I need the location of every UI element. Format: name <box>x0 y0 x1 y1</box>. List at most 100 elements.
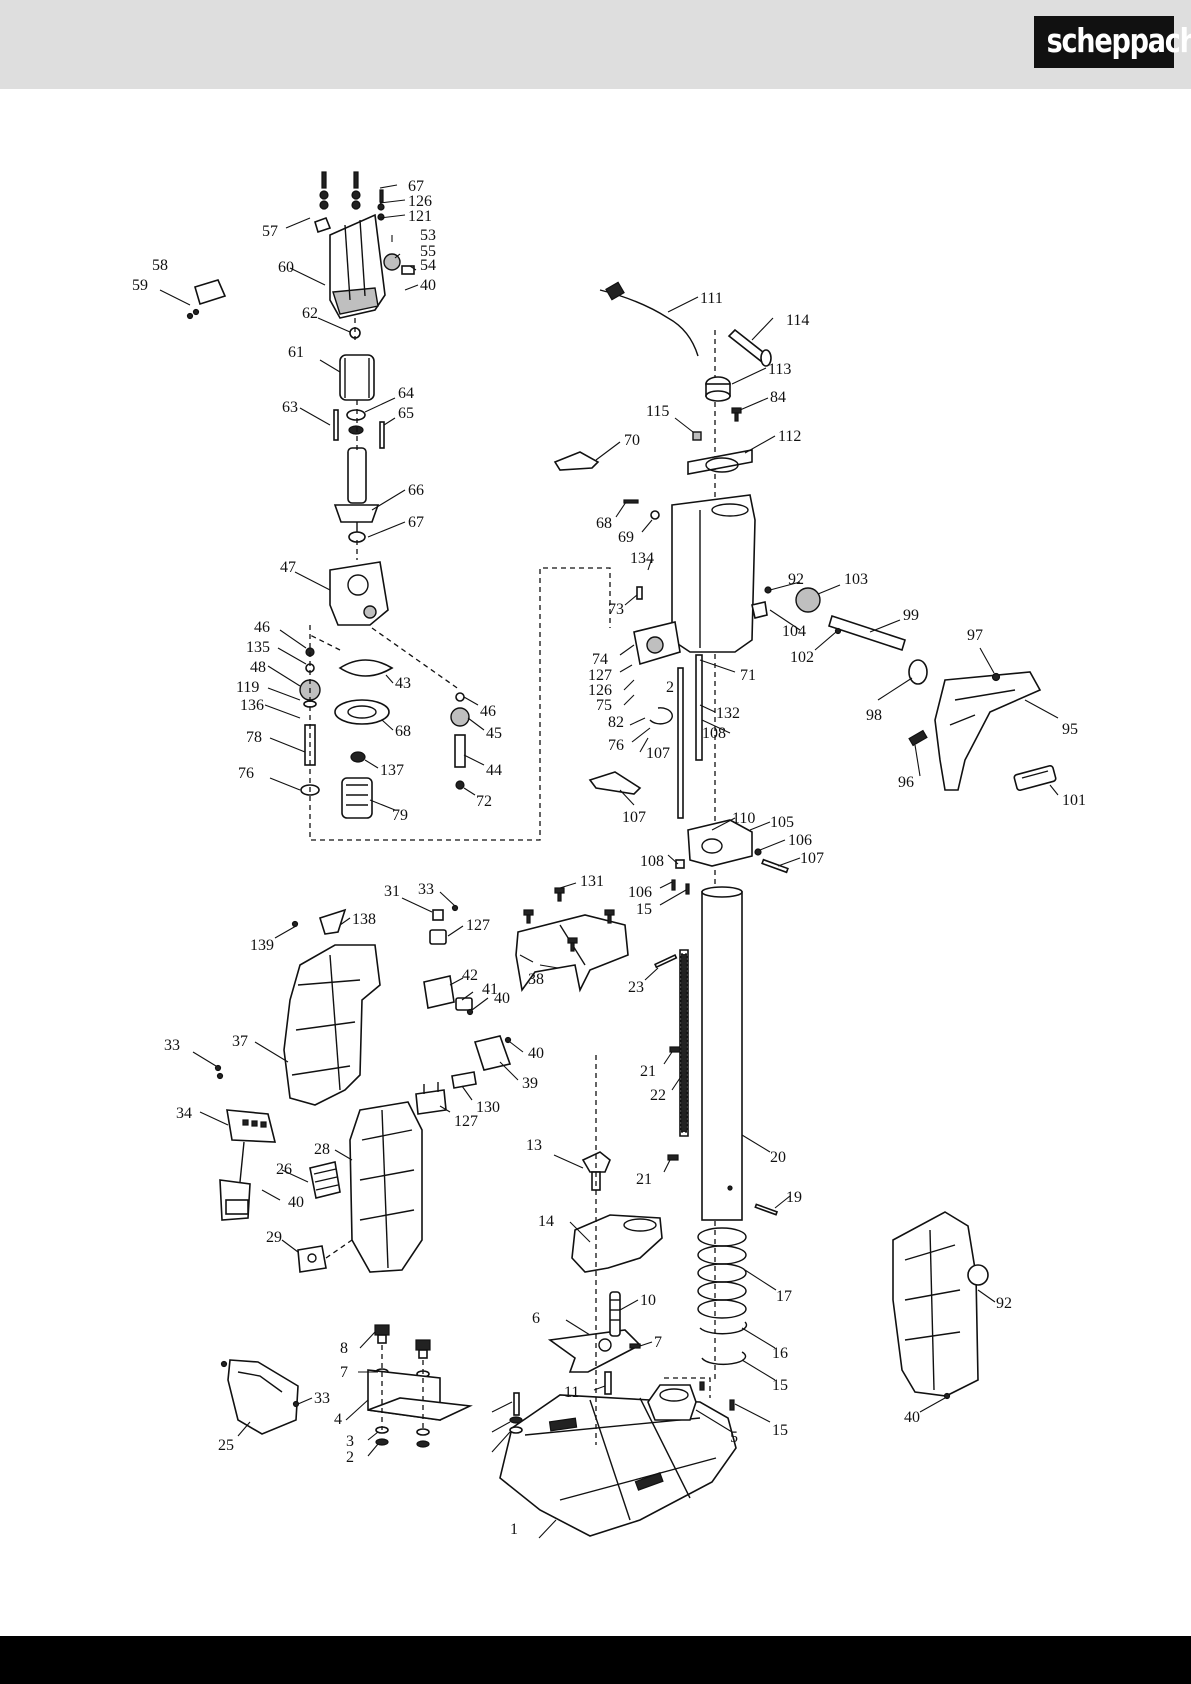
part-label: 92 <box>996 1295 1012 1312</box>
part-label: 78 <box>246 729 262 746</box>
part-label: 43 <box>395 675 411 692</box>
part-label: 48 <box>250 659 266 676</box>
part-label: 73 <box>608 601 624 618</box>
part-label: 15 <box>772 1377 788 1394</box>
part-label: 99 <box>903 607 919 624</box>
part-label: 6 <box>532 1310 540 1327</box>
part-label: 47 <box>280 559 296 576</box>
part-label: 15 <box>772 1422 788 1439</box>
part-label: 131 <box>580 873 604 890</box>
part-label: 70 <box>624 432 640 449</box>
part-label: 119 <box>236 679 259 696</box>
part-label: 59 <box>132 277 148 294</box>
part-label: 46 <box>254 619 270 636</box>
part-label: 21 <box>640 1063 656 1080</box>
part-label: 115 <box>646 403 669 420</box>
part-label: 105 <box>770 814 794 831</box>
part-label: 7 <box>340 1364 348 1381</box>
part-label: 1 <box>510 1521 518 1538</box>
part-label: 65 <box>398 405 414 422</box>
part-label: 108 <box>702 725 726 742</box>
part-label: 104 <box>782 623 806 640</box>
part-label: 68 <box>395 723 411 740</box>
part-label: 61 <box>288 344 304 361</box>
part-label: 113 <box>768 361 791 378</box>
part-label: 132 <box>716 705 740 722</box>
part-label: 138 <box>352 911 376 928</box>
part-label: 31 <box>384 883 400 900</box>
part-label: 10 <box>640 1292 656 1309</box>
part-label: 33 <box>164 1037 180 1054</box>
part-label: 95 <box>1062 721 1078 738</box>
part-label: 22 <box>650 1087 666 1104</box>
part-label: 98 <box>866 707 882 724</box>
brand-logo: scheppach <box>1034 16 1191 68</box>
part-label: 60 <box>278 259 294 276</box>
part-label: 126 <box>408 193 432 210</box>
part-label: 40 <box>288 1194 304 1211</box>
part-label: 7 <box>654 1334 662 1351</box>
part-label: 11 <box>564 1384 579 1401</box>
part-label: 127 <box>466 917 490 934</box>
part-label: 29 <box>266 1229 282 1246</box>
part-label: 21 <box>636 1171 652 1188</box>
part-label: 40 <box>528 1045 544 1062</box>
part-label: 44 <box>486 762 502 779</box>
part-label: 2 <box>666 679 674 696</box>
part-label: 139 <box>250 937 274 954</box>
part-label: 55 <box>420 243 436 260</box>
part-label: 5 <box>730 1429 738 1446</box>
footer-bar <box>0 1636 1191 1684</box>
part-label: 4 <box>334 1411 342 1428</box>
part-label: 53 <box>420 227 436 244</box>
part-label: 19 <box>786 1189 802 1206</box>
part-label: 34 <box>176 1105 192 1122</box>
part-label: 84 <box>770 389 786 406</box>
part-label: 107 <box>622 809 646 826</box>
part-label: 14 <box>538 1213 554 1230</box>
part-label: 74 <box>592 651 608 668</box>
part-label: 106 <box>788 832 812 849</box>
part-label: 64 <box>398 385 414 402</box>
part-label: 137 <box>380 762 404 779</box>
part-label: 37 <box>232 1033 248 1050</box>
part-label: 76 <box>238 765 254 782</box>
part-label: 127 <box>588 667 612 684</box>
part-label: 72 <box>476 793 492 810</box>
part-label: 20 <box>770 1149 786 1166</box>
part-label: 114 <box>786 312 809 329</box>
part-label: 33 <box>418 881 434 898</box>
part-label: 68 <box>596 515 612 532</box>
part-label: 40 <box>420 277 436 294</box>
part-label: 25 <box>218 1437 234 1454</box>
part-label: 96 <box>898 774 914 791</box>
part-label: 111 <box>700 290 723 307</box>
part-label: 13 <box>526 1137 542 1154</box>
part-label: 110 <box>732 810 755 827</box>
part-label: 97 <box>967 627 983 644</box>
part-label: 42 <box>462 967 478 984</box>
part-label: 103 <box>844 571 868 588</box>
part-label: 26 <box>276 1161 292 1178</box>
part-label: 28 <box>314 1141 330 1158</box>
part-label: 45 <box>486 725 502 742</box>
leader-lines <box>159 184 1059 1539</box>
part-label: 130 <box>476 1099 500 1116</box>
part-number-labels: 67 126 121 57 53 55 54 60 40 58 59 62 61… <box>132 178 1086 1538</box>
part-label: 121 <box>408 208 432 225</box>
part-label: 33 <box>314 1390 330 1407</box>
part-label: 54 <box>420 257 436 274</box>
part-label: 2 <box>346 1449 354 1466</box>
part-label: 23 <box>628 979 644 996</box>
part-label: 108 <box>640 853 664 870</box>
part-label: 40 <box>904 1409 920 1426</box>
part-label: 101 <box>1062 792 1086 809</box>
part-label: 66 <box>408 482 424 499</box>
part-label: 126 <box>588 682 612 699</box>
part-label: 40 <box>494 990 510 1007</box>
part-label: 3 <box>346 1433 354 1450</box>
part-label: 76 <box>608 737 624 754</box>
part-label: 107 <box>646 745 670 762</box>
part-label: 17 <box>776 1288 792 1305</box>
header-bar <box>0 0 1191 89</box>
